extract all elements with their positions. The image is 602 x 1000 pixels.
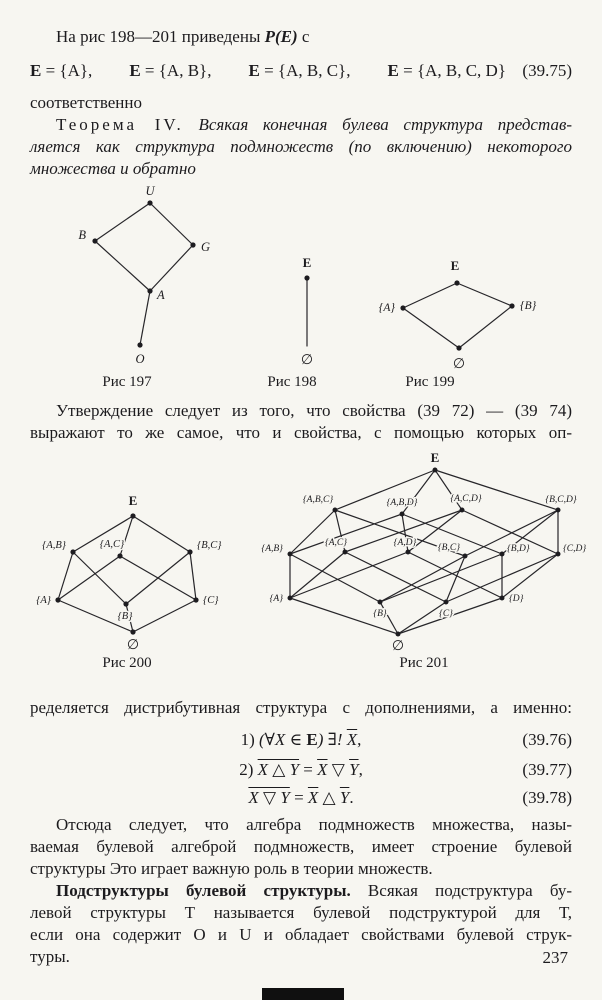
node-label-a: {A} [270, 594, 284, 604]
node-label-a: A [156, 288, 165, 302]
body-paragraph-5-line-3: если она содержит О и U и обладает свойс… [30, 925, 572, 944]
node-label-ab: {A,B} [261, 544, 283, 554]
node-label-cd: {C,D} [563, 544, 586, 554]
node-label-bd: {B,D} [507, 544, 530, 554]
body-paragraph-2-line-2: выражают то же самое, что и свойства, с … [30, 423, 572, 442]
set-def-4: E = {A, B, C, D} [387, 61, 506, 80]
theorem-text: Всякая конечная булева структура предста… [183, 115, 572, 134]
formula-39-78: X ▽ Y = X △ Y. (39.78) [30, 787, 572, 809]
node-label-acd: {A,C,D} [450, 494, 482, 504]
formula-39-76-tag: (39.76) [522, 730, 572, 749]
node-label-a: {A} [36, 595, 52, 606]
node-label-empty-set: ∅ [301, 353, 313, 368]
figure-198-hasse-diagram: E ∅ [301, 255, 313, 368]
node-label-ad: {A,D} [394, 538, 417, 548]
body-paragraph-3: ределяется дистрибутивная структура с до… [30, 698, 572, 717]
set-def-3: E = {A, B, C}, [248, 61, 351, 80]
node-label-ac: {A,C} [325, 538, 347, 548]
formula-39-75-body: E = {A}, E = {A, B}, E = {A, B, C}, E = … [30, 60, 506, 82]
node-label-u: U [145, 184, 155, 198]
body-paragraph-5-line-1: Подструктуры булевой структуры. Всякая п… [56, 881, 573, 900]
formula-39-77-tag: (39.77) [522, 760, 572, 779]
figure-200-hasse-diagram: E {A,B} {A,C} {B,C} {A} {B} {C} ∅ [35, 493, 224, 653]
page-number: 237 [542, 948, 569, 967]
body-paragraph-2-line-1: Утверждение следует из того, что свойств… [56, 401, 572, 420]
intro-paragraph: На рис 198—201 приведены P(E) с [30, 26, 572, 48]
intro-text: На рис 198—201 приведены [56, 27, 265, 46]
intro-text-end: с [297, 27, 310, 46]
theorem-line-2: ляется как структура подмножеств (по вкл… [30, 137, 572, 156]
node-label-ac: {A,C} [100, 539, 125, 550]
node-label-bcd: {B,C,D} [545, 495, 577, 505]
formula-39-76-body: 1) (∀X ∈ E) ∃! X, [240, 730, 362, 749]
figure-200-caption: Рис 200 [102, 655, 152, 671]
node-label-e: E [451, 258, 460, 273]
node-label-abd: {A,B,D} [387, 498, 418, 508]
theorem-line-3: множества и обратно [30, 159, 196, 178]
figure-199-hasse-diagram: E {A} {B} ∅ [377, 258, 538, 372]
node-label-empty-set: ∅ [453, 357, 465, 372]
formula-39-75: E = {A}, E = {A, B}, E = {A, B, C}, E = … [30, 60, 572, 82]
theorem-lead: Теорема IV. [56, 115, 184, 134]
figure-197-hasse-diagram: U B G A O [77, 183, 212, 368]
node-label-bc: {B,C} [438, 543, 460, 553]
formula-39-75-tag: (39.75) [522, 61, 572, 80]
formula-39-78-body: X ▽ Y = X △ Y. [248, 788, 354, 807]
node-label-d: {D} [509, 594, 524, 604]
node-label-ab: {A,B} [42, 540, 67, 551]
node-label-e: E [431, 452, 440, 465]
node-label-e: E [303, 255, 312, 270]
body-paragraph-5-line-2: левой структуры Т называется булевой под… [30, 903, 572, 922]
node-label-o: O [135, 352, 144, 366]
powerset-symbol: P(E) [264, 27, 298, 46]
figure-201-caption: Рис 201 [399, 655, 449, 671]
node-label-c: {C} [203, 595, 219, 606]
set-def-2: E = {A, B}, [129, 61, 212, 80]
formula-39-78-tag: (39.78) [522, 788, 572, 807]
node-label-b: {B} [373, 609, 387, 619]
node-label-g: G [201, 240, 210, 254]
node-label-set-b: {B} [520, 300, 537, 312]
node-label-bc: {B,C} [197, 540, 222, 551]
theorem-line-1: Теорема IV. Всякая конечная булева струк… [30, 114, 572, 136]
node-label-b: {B} [118, 611, 134, 622]
substructures-heading: Подструктуры булевой структуры. [56, 881, 351, 900]
figure-198-caption: Рис 198 [267, 374, 317, 390]
figure-199-caption: Рис 199 [405, 374, 455, 390]
figure-201-hasse-diagram: E {A,B,C} {A,B,D} {A,C,D} {B,C,D} {A,B} … [260, 452, 588, 652]
node-label-b: B [78, 228, 86, 242]
body-paragraph-5-line-4: туры. [30, 947, 70, 966]
set-def-1: E = {A}, [30, 61, 93, 80]
figure-197-caption: Рис 197 [102, 374, 152, 390]
intro-paragraph-cont: соответственно [30, 93, 143, 112]
node-label-empty-set: ∅ [392, 639, 404, 652]
body-paragraph-4-line-2: ваемая булевой алгеброй подмножеств, име… [30, 837, 572, 856]
formula-39-77: 2) X △ Y = X ▽ Y, (39.77) [30, 759, 572, 781]
formula-39-77-body: 2) X △ Y = X ▽ Y, [239, 760, 363, 779]
node-label-e: E [129, 493, 138, 508]
node-label-abc: {A,B,C} [303, 495, 333, 505]
formula-39-76: 1) (∀X ∈ E) ∃! X, (39.76) [30, 729, 572, 751]
body-paragraph-4-line-3: структуры Это играет важную роль в теори… [30, 859, 433, 878]
node-label-c: {C} [439, 609, 453, 619]
node-label-empty-set: ∅ [127, 638, 139, 653]
node-label-set-a: {A} [379, 302, 396, 314]
scan-artifact [262, 988, 344, 1000]
body-paragraph-4-line-1: Отсюда следует, что алгебра подмножеств … [56, 815, 572, 834]
